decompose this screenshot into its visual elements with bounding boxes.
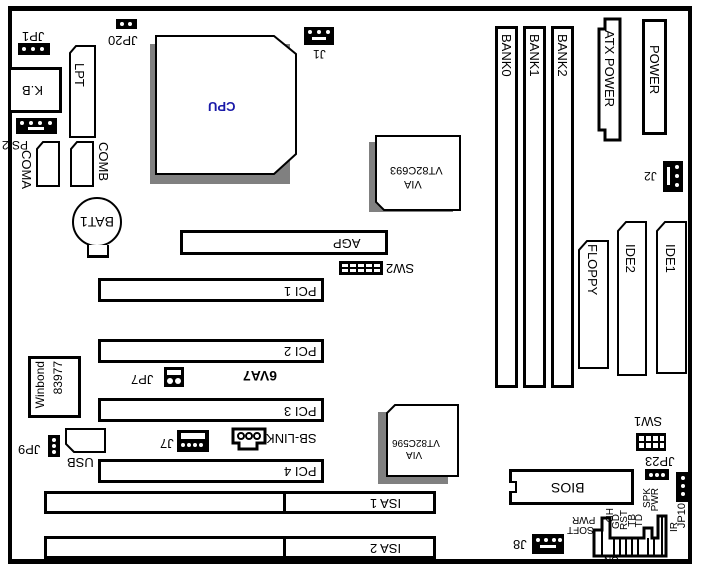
ide2-label: IDE2 [623, 244, 638, 273]
kb-label: K.B [22, 83, 43, 98]
j2-header[interactable] [663, 161, 683, 192]
superio-part: 83977 [51, 361, 65, 395]
fp-gn-label: GN [604, 554, 619, 565]
keyboard-connector [8, 67, 62, 113]
memory-bank-1 [523, 26, 546, 388]
pci3-label: PCI 3 [284, 404, 317, 419]
battery-tab [87, 245, 109, 258]
jp7-label: JP7 [131, 372, 154, 387]
sw2-label: SW2 [386, 261, 415, 276]
j8-label: J8 [513, 537, 527, 552]
battery-label: BAT1 [80, 214, 114, 230]
sw1-label: SW1 [634, 414, 663, 429]
motherboard-outline [8, 6, 692, 564]
isa-slot-2[interactable] [44, 536, 436, 559]
ps2-header[interactable] [16, 118, 57, 134]
usb-connector [65, 428, 106, 453]
isa2-label: ISA 2 [370, 541, 402, 556]
front-panel-header[interactable] [592, 508, 670, 558]
isa-slot-1[interactable] [44, 491, 436, 514]
isa1-label: ISA 1 [370, 496, 402, 511]
bios-chip [509, 469, 634, 505]
fp-hd-label: HD [603, 508, 614, 523]
sblink-label: SB-LINK [266, 431, 317, 446]
bank2-label: BANK2 [555, 34, 570, 77]
coma-label: COMA [19, 150, 34, 189]
southbridge-chip [386, 404, 459, 477]
fp-spk-label: SPK [642, 488, 653, 509]
lpt-connector [69, 45, 96, 138]
comb-label: COMB [96, 142, 111, 181]
cpu-socket [155, 35, 297, 175]
power-label: POWER [647, 45, 662, 95]
board-model-label: 6VA7 [243, 368, 277, 384]
fp-soft-label: SOFT [567, 524, 594, 535]
bios-notch [509, 481, 517, 493]
usb-label: USB [67, 455, 94, 470]
jp9-jumper[interactable] [48, 435, 60, 457]
j1-header[interactable] [304, 27, 334, 45]
at-power-connector [642, 19, 667, 135]
ide1-connector [656, 221, 687, 374]
j7-label: J7 [160, 436, 174, 451]
jp23-jumper[interactable] [645, 469, 669, 480]
ide1-label: IDE1 [663, 244, 678, 273]
jp1-label: JP1 [22, 29, 45, 44]
pci4-label: PCI 4 [284, 464, 317, 479]
northbridge-vendor: VIA [404, 178, 422, 190]
northbridge-chip [375, 135, 461, 211]
isa1-divider [283, 491, 286, 514]
j7-header[interactable] [177, 430, 209, 452]
battery [72, 197, 122, 247]
pci2-label: PCI 2 [284, 344, 317, 359]
sw1-switch[interactable] [636, 433, 666, 451]
sw2-switch[interactable] [339, 261, 383, 275]
memory-bank-2 [551, 26, 574, 388]
bank0-label: BANK0 [499, 34, 514, 77]
j1-label: J1 [313, 47, 326, 61]
pci-slot-3[interactable] [98, 398, 324, 422]
agp-label: AGP [333, 236, 361, 251]
jp9-label: JP9 [18, 442, 41, 457]
southbridge-vendor: VIA [406, 449, 423, 460]
pci1-label: PCI 1 [284, 284, 317, 299]
sblink-header[interactable] [231, 427, 267, 451]
jp10-jumper[interactable] [676, 472, 690, 502]
lpt-label: LPT [72, 63, 87, 87]
memory-bank-0 [495, 26, 518, 388]
coma-connector [36, 141, 60, 187]
southbridge-part: VT82C596 [392, 437, 440, 448]
jp23-label: JP23 [645, 454, 675, 469]
northbridge-part: VT82C693 [390, 164, 443, 176]
floppy-label: FLOPPY [585, 244, 600, 296]
jp7-jumper[interactable] [164, 367, 184, 387]
agp-slot[interactable] [180, 230, 388, 255]
j2-label: J2 [644, 169, 657, 183]
floppy-connector [578, 240, 609, 369]
fp-pwr2-label: PWR [572, 514, 596, 525]
j8-header[interactable] [532, 534, 564, 554]
superio-chip [28, 356, 81, 418]
isa2-divider [283, 536, 286, 559]
jp20-jumper[interactable] [116, 19, 137, 29]
pci-slot-4[interactable] [98, 459, 324, 483]
fp-ir-label: IR [669, 522, 680, 532]
superio-vendor: Winbond [33, 361, 47, 409]
jp1-jumper[interactable] [18, 43, 50, 55]
ide2-connector [617, 221, 647, 376]
pci-slot-2[interactable] [98, 339, 324, 363]
bios-label: BIOS [551, 480, 585, 496]
bank1-label: BANK1 [527, 34, 542, 77]
atx-power-label: ATX POWER [602, 30, 617, 108]
jp20-label: JP20 [108, 33, 138, 48]
atx-power-connector [597, 17, 622, 142]
pci-slot-1[interactable] [98, 278, 324, 302]
cpu-label: CPU [208, 99, 236, 114]
comb-connector [70, 141, 94, 187]
